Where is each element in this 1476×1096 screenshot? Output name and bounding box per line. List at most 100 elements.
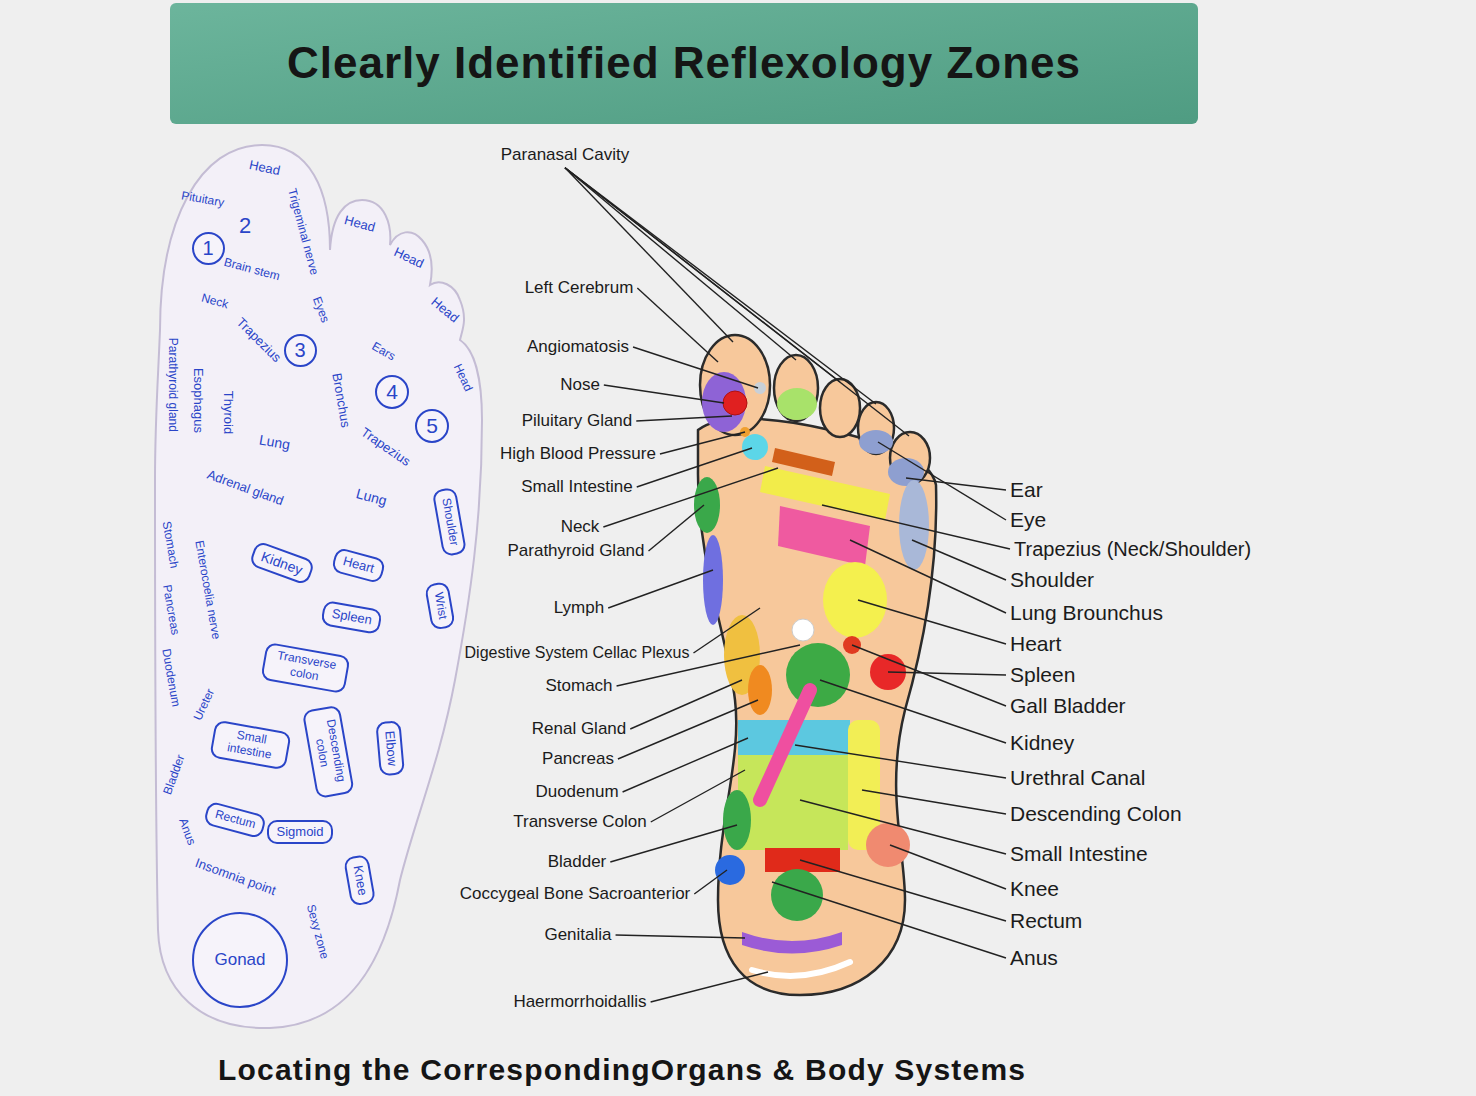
zone-callout: Transverse Colon bbox=[513, 812, 647, 832]
callout-text: Pancreas bbox=[542, 749, 614, 769]
leader-line bbox=[660, 432, 745, 454]
zone-label: 3 bbox=[294, 339, 305, 362]
zone-callout: Rectum bbox=[1010, 909, 1082, 933]
zone-callout: Trapezius (Neck/Shoulder) bbox=[1014, 538, 1251, 561]
title-holder: Clearly Identified Reflexology Zones bbox=[170, 3, 1198, 124]
foot-illustration bbox=[888, 458, 924, 486]
zone-region: Sigmoid bbox=[267, 820, 333, 845]
zone-callout: Lymph bbox=[554, 598, 604, 618]
foot-illustration bbox=[723, 790, 751, 850]
zone-callout: Genitalia bbox=[544, 925, 611, 945]
title: Clearly Identified Reflexology Zones bbox=[287, 38, 1081, 89]
foot-illustration bbox=[700, 335, 770, 435]
leader-line bbox=[888, 672, 1006, 675]
zone-label: Small intestine bbox=[219, 726, 281, 763]
zone-region: Elbow bbox=[375, 720, 405, 776]
callout-text: Eye bbox=[1010, 508, 1046, 532]
zone-label: 5 bbox=[426, 414, 438, 438]
reflexology-sock bbox=[155, 145, 482, 1028]
sock-zone-label: 2 bbox=[239, 213, 251, 238]
foot-illustration bbox=[778, 506, 870, 566]
leader-line bbox=[633, 347, 758, 388]
callout-text: Left Cerebrum bbox=[525, 278, 634, 298]
zone-callout: Kidney bbox=[1010, 731, 1074, 755]
leader-line bbox=[890, 845, 1006, 889]
leader-line bbox=[618, 700, 758, 759]
zone-callout: Angiomatosis bbox=[527, 337, 629, 357]
zone-callout: Descending Colon bbox=[1010, 802, 1182, 826]
zone-circle: Gonad bbox=[192, 912, 288, 1008]
zone-callout: Left Cerebrum bbox=[525, 278, 634, 298]
zone-label: Transverse colon bbox=[270, 649, 340, 688]
zone-callout: Parathyroid Gland bbox=[507, 541, 644, 561]
leader-line bbox=[694, 870, 727, 894]
sock-label-text: Thyroid bbox=[221, 390, 236, 433]
leader-line bbox=[852, 645, 1006, 706]
callout-text: Renal Gland bbox=[532, 719, 627, 739]
title-banner bbox=[170, 3, 1198, 124]
callout-text: Duodenum bbox=[535, 782, 618, 802]
foot-illustration bbox=[715, 855, 745, 885]
foot-illustration bbox=[694, 477, 720, 533]
foot-illustration bbox=[866, 823, 910, 867]
leader-line bbox=[800, 800, 1006, 854]
callout-text: Rectum bbox=[1010, 909, 1082, 933]
callout-text: Digestive System Cellac Plexus bbox=[465, 644, 690, 662]
leader-line bbox=[912, 540, 1006, 580]
zone-callout: Nose bbox=[560, 375, 600, 395]
callout-text: Shoulder bbox=[1010, 568, 1094, 592]
callout-text: Genitalia bbox=[544, 925, 611, 945]
foot-illustration bbox=[823, 562, 887, 638]
zone-label: Gonad bbox=[214, 950, 265, 970]
callout-text: Bladder bbox=[548, 852, 607, 872]
leader-line bbox=[795, 745, 1006, 778]
callout-text: Spleen bbox=[1010, 663, 1075, 687]
zone-label: Shoulder bbox=[439, 497, 461, 547]
leader-line bbox=[616, 935, 745, 938]
foot-illustration bbox=[742, 434, 768, 460]
foot-illustration bbox=[748, 665, 772, 715]
callout-text: Kidney bbox=[1010, 731, 1074, 755]
leader-line bbox=[772, 882, 1006, 958]
callout-text: Ear bbox=[1010, 478, 1043, 502]
zone-callout: Small Intestine bbox=[1010, 842, 1148, 866]
leader-line bbox=[693, 608, 760, 653]
zone-callout: Duodenum bbox=[535, 782, 618, 802]
leader-line bbox=[623, 738, 748, 792]
sock-label-text: Parathyroid gland bbox=[165, 338, 179, 432]
callout-text: Trapezius (Neck/Shoulder) bbox=[1014, 538, 1251, 561]
callout-text: Coccygeal Bone Sacroanterior bbox=[460, 884, 691, 904]
zone-callout: Small Intestine bbox=[521, 477, 633, 497]
callout-text: Parathyroid Gland bbox=[507, 541, 644, 561]
zone-callout: Haermorrhoidallis bbox=[513, 992, 646, 1012]
callout-text: Descending Colon bbox=[1010, 802, 1182, 826]
leader-line bbox=[820, 680, 1006, 743]
callout-text: Small Intestine bbox=[521, 477, 633, 497]
callout-text: Gall Bladder bbox=[1010, 694, 1126, 718]
leader-line bbox=[906, 478, 1006, 490]
callout-text: Angiomatosis bbox=[527, 337, 629, 357]
foot-illustration bbox=[752, 962, 850, 976]
foot-illustration bbox=[703, 535, 723, 625]
foot-illustration bbox=[859, 430, 893, 454]
zone-callout: Spleen bbox=[1010, 663, 1075, 687]
foot-illustration bbox=[777, 388, 817, 420]
zone-circle: 5 bbox=[415, 409, 449, 443]
zone-circle: 3 bbox=[284, 334, 317, 367]
foot-illustration bbox=[771, 869, 823, 921]
zone-callout: Heart bbox=[1010, 632, 1061, 656]
zone-callout: Gall Bladder bbox=[1010, 694, 1126, 718]
foot-illustration bbox=[702, 372, 746, 432]
leader-line bbox=[850, 540, 1006, 613]
zone-callout: Bladder bbox=[548, 852, 607, 872]
callout-text: Small Intestine bbox=[1010, 842, 1148, 866]
callout-text: Piluitary Gland bbox=[522, 411, 633, 431]
callout-text: Neck bbox=[561, 517, 600, 537]
zone-label: 4 bbox=[386, 380, 398, 404]
sock-zone-label: Parathyroid gland bbox=[165, 338, 179, 432]
caption: Locating the CorrespondingOrgans & Body … bbox=[218, 1053, 1026, 1088]
leader-line bbox=[649, 505, 704, 551]
zone-callout: Eye bbox=[1010, 508, 1046, 532]
zone-callout: Ear bbox=[1010, 478, 1043, 502]
zone-callout: Pancreas bbox=[542, 749, 614, 769]
